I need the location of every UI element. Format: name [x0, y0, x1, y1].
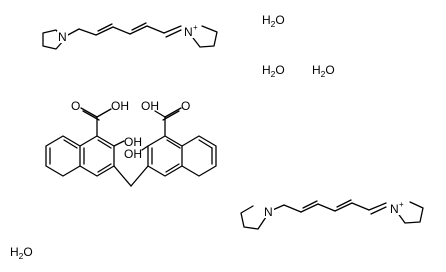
polyene-chain-bottom	[267, 199, 387, 215]
pamoic-acid: O OH OH O OH	[45, 99, 217, 187]
pyridinium-cation-top: N N +	[42, 22, 218, 50]
oxygen-label: O	[181, 99, 190, 113]
methylene-bridge	[113, 165, 149, 187]
oxygen-label: O	[71, 99, 80, 113]
water-molecule: H2O	[10, 245, 33, 261]
pyridinium-cation-bottom: N N +	[240, 199, 424, 230]
nitrogen-label: N	[390, 202, 399, 216]
water-molecule: H2O	[312, 63, 335, 79]
polyene-chain-top	[65, 22, 182, 38]
positive-charge-label: +	[193, 23, 198, 32]
pyrrolidine-ring-left	[240, 205, 267, 230]
nitrogen-label: N	[58, 30, 67, 44]
pyrrolidinium-ring-right	[396, 201, 424, 224]
naphthalene-ring-right	[147, 135, 217, 177]
svg-text:H2O: H2O	[262, 13, 285, 29]
svg-text:H2O: H2O	[312, 63, 335, 79]
naphthalene-ring-left	[45, 135, 115, 177]
hydroxyl-label: OH	[124, 135, 142, 149]
nitrogen-label: N	[184, 25, 193, 39]
pyrrolidinium-ring-right	[189, 25, 218, 48]
carboxylic-acid-right: O OH	[141, 99, 190, 137]
hydroxyl-label: OH	[141, 99, 159, 113]
carboxylic-acid-left: O OH	[71, 99, 129, 137]
svg-text:H2O: H2O	[262, 63, 285, 79]
water-molecule: H2O	[262, 13, 285, 29]
positive-charge-label: +	[399, 200, 404, 209]
nitrogen-label: N	[264, 205, 273, 219]
hydroxyl-label: OH	[111, 99, 129, 113]
hydroxyl-label: OH	[124, 147, 142, 161]
water-molecule: H2O	[262, 63, 285, 79]
svg-text:H2O: H2O	[10, 245, 33, 261]
